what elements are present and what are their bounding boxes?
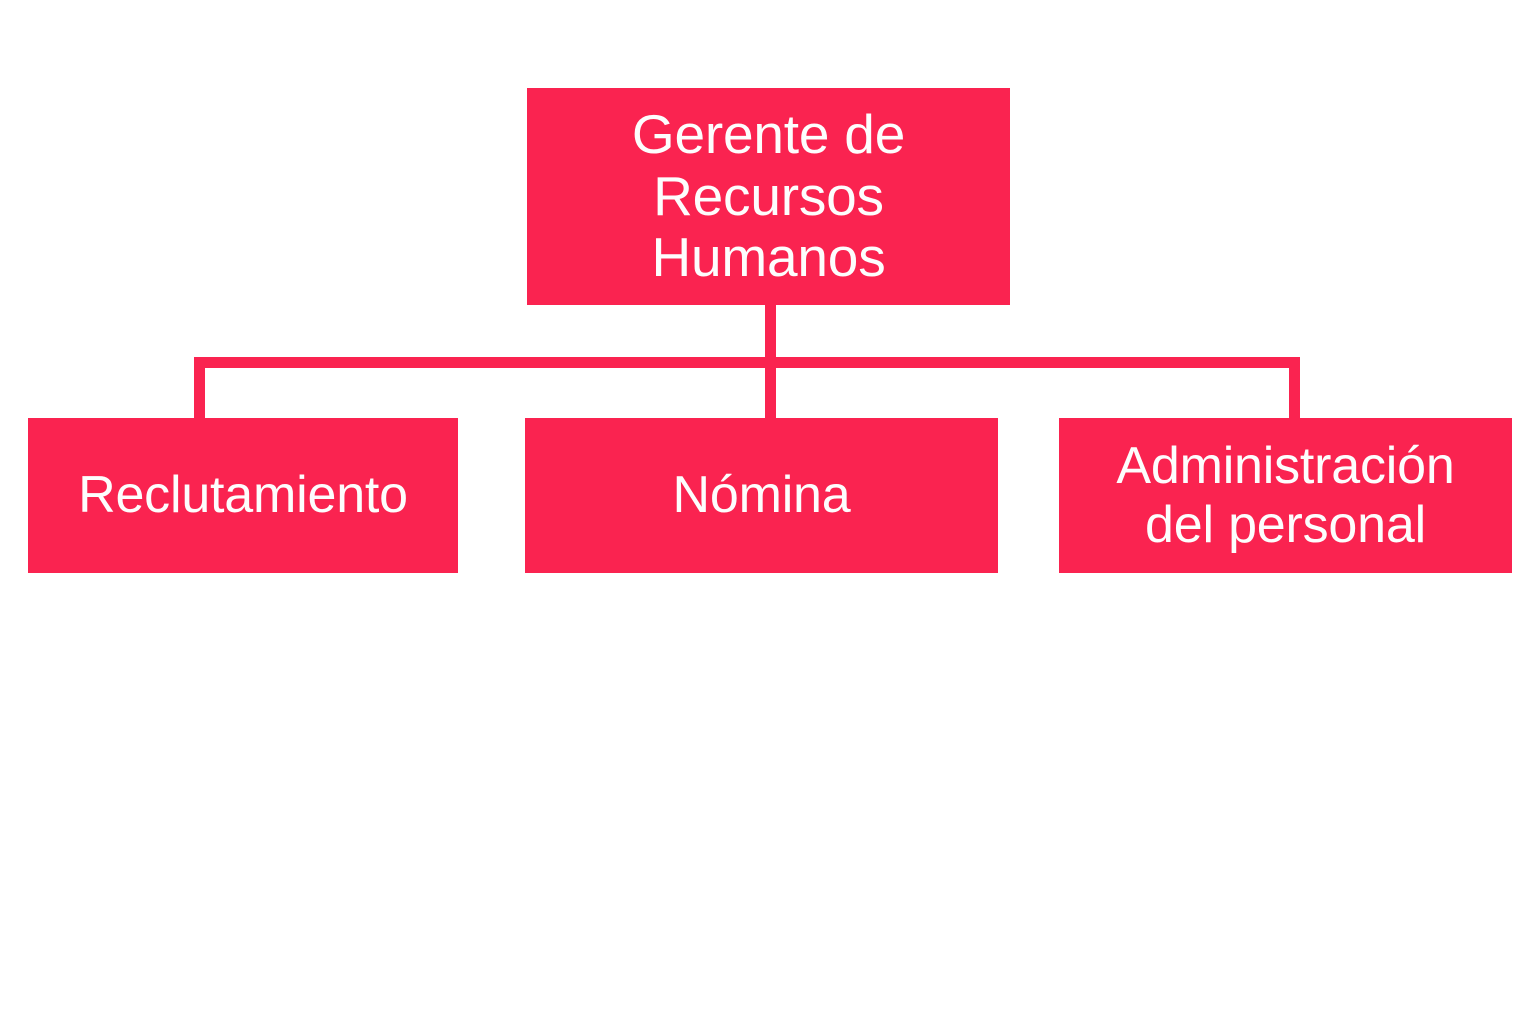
connector-drop-reclutamiento (194, 357, 205, 418)
org-node-root[interactable]: Gerente de Recursos Humanos (527, 88, 1010, 305)
org-node-administracion-del-personal-label: Administración del personal (1116, 437, 1455, 554)
connector-drop-administracion (1289, 357, 1300, 418)
org-node-reclutamiento-label: Reclutamiento (78, 466, 408, 525)
connector-horizontal-bus (194, 357, 1300, 368)
org-node-reclutamiento[interactable]: Reclutamiento (28, 418, 458, 573)
org-node-root-label: Gerente de Recursos Humanos (631, 103, 906, 289)
org-node-administracion-del-personal[interactable]: Administración del personal (1059, 418, 1512, 573)
org-node-nomina[interactable]: Nómina (525, 418, 998, 573)
org-node-nomina-label: Nómina (672, 466, 851, 525)
